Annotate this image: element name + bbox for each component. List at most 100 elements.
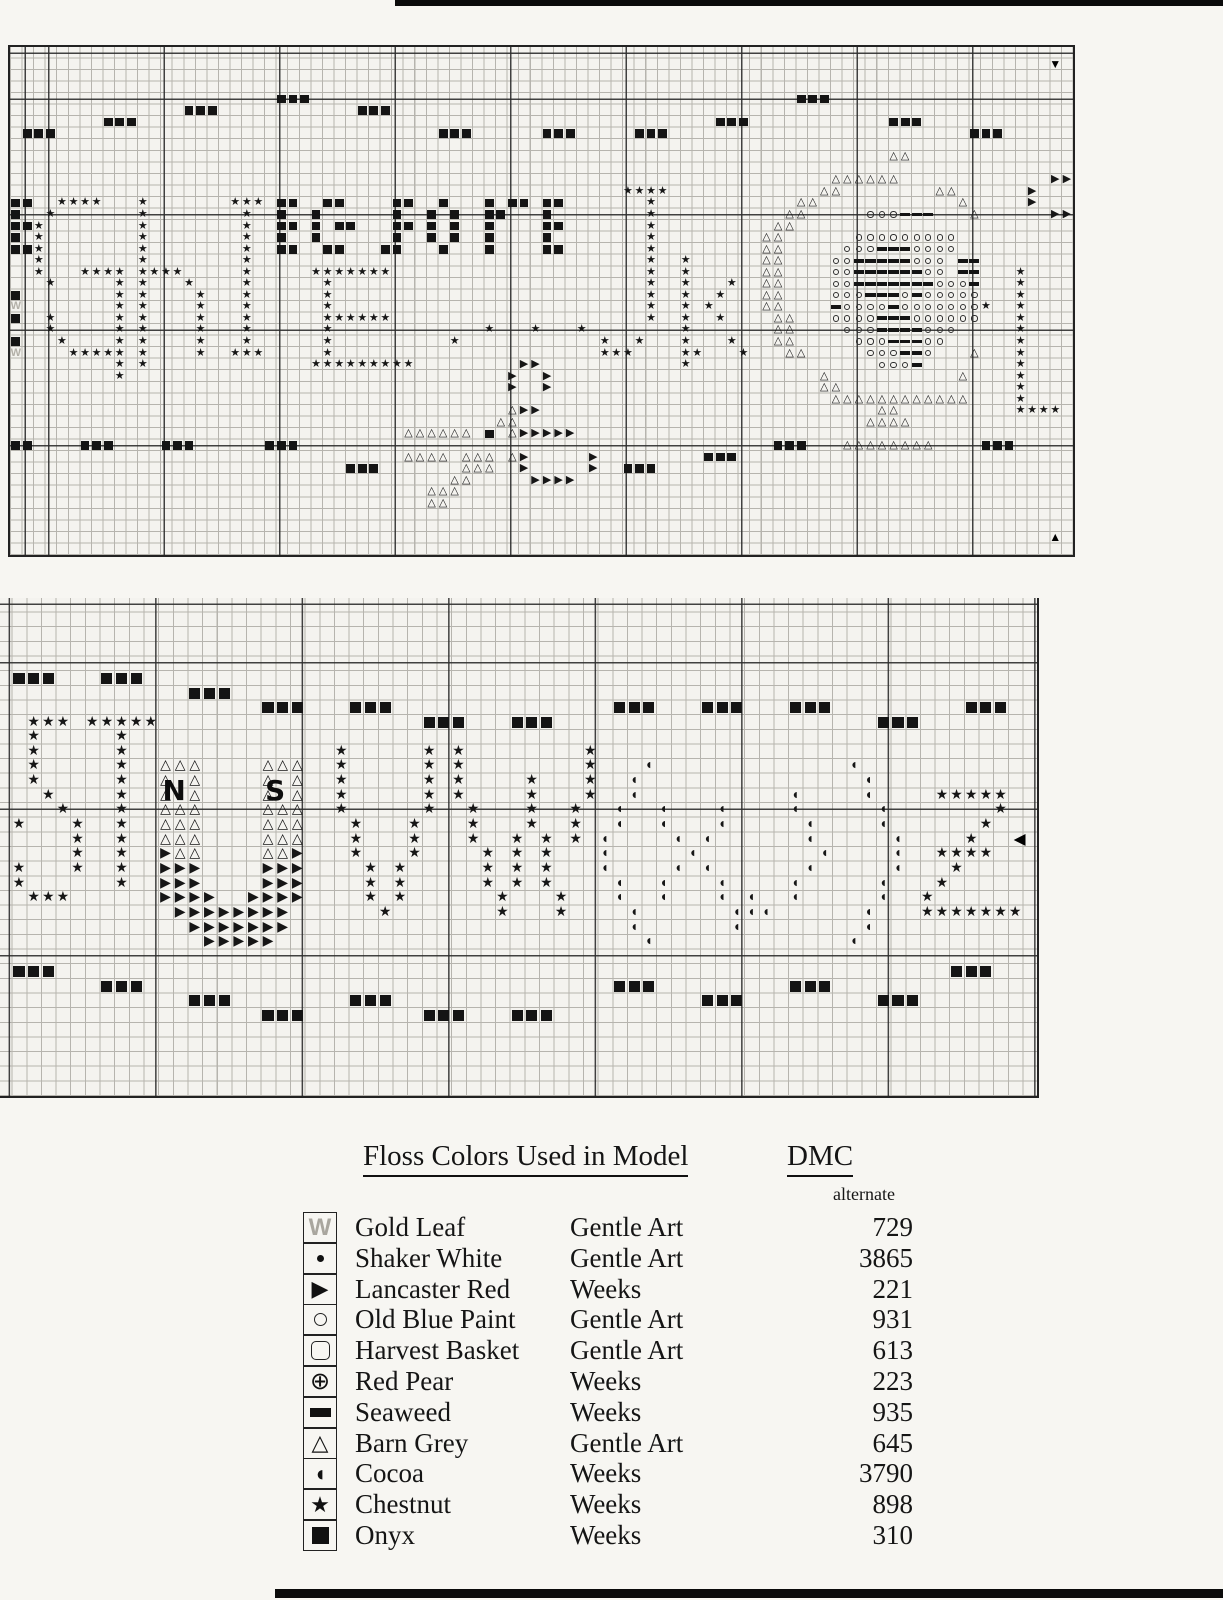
arrow-stitch-symbol: ▶	[542, 427, 552, 440]
triangle-stitch-symbol: △	[485, 462, 494, 475]
circle-stitch-symbol	[922, 324, 934, 336]
star-stitch-symbol: ★	[584, 758, 597, 774]
square-stitch-symbol	[911, 116, 923, 128]
triangle-stitch-symbol: △	[508, 450, 517, 463]
circle-stitch-symbol	[842, 278, 854, 290]
circle-stitch-symbol	[922, 290, 934, 302]
square-stitch-symbol	[642, 979, 657, 994]
halfcircle-stitch-symbol: ◖	[615, 890, 624, 906]
circle-stitch-symbol	[969, 290, 981, 302]
halfcircle-stitch-symbol: ◖	[805, 861, 815, 876]
square-stitch-symbol	[22, 220, 34, 232]
triangle-stitch-symbol: △	[889, 415, 898, 428]
star-stitch-symbol: ★	[334, 311, 345, 324]
triangle-stitch-symbol: △	[189, 787, 201, 803]
star-stitch-symbol: ★	[137, 358, 148, 371]
square-stitch-symbol	[10, 232, 22, 244]
square-stitch-symbol	[627, 979, 642, 994]
bar-stitch-symbol	[899, 209, 911, 221]
circle-stitch-symbol	[830, 266, 842, 278]
circle-stitch-symbol	[842, 324, 854, 336]
square-stitch-symbol	[22, 128, 34, 140]
bar-stitch-symbol	[911, 278, 923, 290]
circle-stitch-symbol	[876, 232, 888, 244]
square-stitch-symbol	[992, 128, 1004, 140]
star-stitch-symbol: ★	[569, 831, 582, 847]
star-stitch-symbol: ★	[994, 904, 1007, 920]
old-blue-paint-circle-icon	[303, 1304, 337, 1336]
halfcircle-stitch-symbol: ◖	[864, 787, 873, 803]
square-stitch-symbol	[993, 701, 1008, 716]
triangle-stitch-symbol: △	[160, 758, 171, 774]
square-stitch-symbol	[627, 701, 642, 716]
square-stitch-symbol	[10, 209, 22, 221]
square-stitch-symbol	[26, 964, 41, 979]
triangle-stitch-symbol: △	[160, 831, 171, 847]
star-stitch-symbol: ★	[80, 265, 90, 278]
halfcircle-stitch-symbol: ◖	[630, 919, 639, 935]
star-stitch-symbol: ★	[195, 300, 206, 313]
circle-stitch-symbol	[911, 313, 923, 325]
arrow-stitch-symbol: ▶	[589, 462, 598, 475]
dmc-alternate-number: 898	[872, 1489, 914, 1520]
square-stitch-symbol	[541, 232, 553, 244]
star-stitch-symbol: ★	[129, 714, 143, 730]
halfcircle-stitch-symbol: ◖	[630, 904, 639, 920]
star-stitch-symbol: ★	[114, 300, 125, 313]
triangle-stitch-symbol: △	[461, 462, 471, 475]
star-stitch-symbol: ★	[540, 861, 553, 876]
halfcircle-stitch-symbol: ◖	[879, 817, 888, 833]
star-stitch-symbol: ★	[41, 714, 55, 730]
circle-stitch-symbol	[946, 290, 958, 302]
square-stitch-symbol	[10, 313, 22, 325]
floss-brand: Weeks	[570, 1489, 642, 1520]
star-stitch-symbol: ★	[422, 787, 436, 803]
bar-stitch-symbol	[888, 301, 900, 313]
star-stitch-symbol: ★	[738, 346, 749, 359]
star-stitch-symbol: ★	[680, 358, 691, 371]
square-stitch-symbol	[290, 701, 305, 716]
legend-alternate-label: alternate	[833, 1184, 895, 1204]
square-stitch-symbol	[363, 701, 378, 716]
halfcircle-stitch-symbol: ◖	[630, 773, 639, 789]
triangle-stitch-symbol: △	[262, 831, 274, 847]
triangle-stitch-symbol: △	[877, 415, 887, 428]
arrow-stitch-symbol: ▶	[519, 450, 529, 463]
square-stitch-symbol	[349, 994, 364, 1009]
square-stitch-symbol	[172, 440, 184, 452]
square-stitch-symbol	[22, 243, 34, 255]
star-stitch-symbol: ★	[137, 207, 148, 220]
circle-stitch-symbol	[969, 313, 981, 325]
halfcircle-stitch-symbol: ◖	[615, 802, 624, 818]
center-marker-icon: ▼	[1049, 56, 1062, 71]
star-stitch-symbol: ★	[484, 323, 495, 336]
triangle-stitch-symbol: △	[508, 415, 517, 428]
floss-color-name: Cocoa	[355, 1458, 424, 1489]
square-stitch-symbol	[645, 128, 657, 140]
square-stitch-symbol	[564, 128, 576, 140]
triangle-stitch-symbol: △	[773, 277, 783, 290]
arrow-stitch-symbol: ▶	[204, 904, 215, 920]
triangle-stitch-symbol: △	[773, 254, 783, 267]
halfcircle-stitch-symbol: ◖	[805, 817, 815, 833]
square-stitch-symbol	[183, 105, 195, 117]
square-stitch-symbol	[22, 197, 34, 209]
square-stitch-symbol	[275, 701, 290, 716]
triangle-stitch-symbol: △	[174, 817, 186, 833]
star-stitch-symbol: ★	[33, 219, 44, 232]
square-stitch-symbol	[980, 128, 992, 140]
star-stitch-symbol: ★	[12, 875, 26, 891]
circle-stitch-symbol	[865, 324, 877, 336]
bar-stitch-symbol	[876, 324, 888, 336]
circle-stitch-symbol	[934, 243, 946, 255]
legend-dmc-header: DMC	[787, 1140, 854, 1177]
star-stitch-symbol: ★	[935, 846, 949, 862]
star-stitch-symbol: ★	[345, 358, 356, 371]
square-stitch-symbol	[795, 93, 807, 105]
square-stitch-symbol	[195, 105, 207, 117]
triangle-stitch-symbol: △	[485, 450, 494, 463]
